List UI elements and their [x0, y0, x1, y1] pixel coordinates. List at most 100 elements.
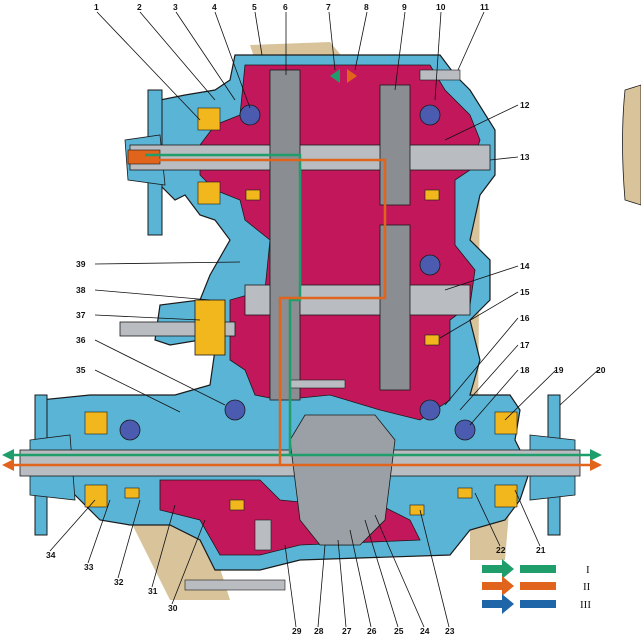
legend-arrow-I	[482, 559, 514, 579]
input-spline	[127, 149, 161, 165]
leader-34	[49, 499, 96, 552]
callout-12: 12	[520, 100, 530, 110]
callout-38: 38	[76, 285, 86, 295]
leader-lines	[49, 11, 599, 628]
leader-36	[94, 339, 226, 406]
top-bolt	[419, 69, 461, 81]
bearings	[119, 104, 476, 441]
leader-4	[214, 11, 251, 109]
callout-14: 14	[520, 261, 530, 271]
callout-34: 34	[46, 550, 56, 560]
leader-26	[349, 529, 372, 628]
leader-21	[514, 489, 541, 547]
leader-17	[459, 344, 519, 411]
leader-20	[559, 369, 599, 406]
callouts-top: 1 2 3 4 5 6 7 8 9 10 11	[94, 2, 489, 12]
leader-24	[374, 514, 425, 628]
seals	[84, 107, 518, 516]
callouts-right: 12 13 14 15 16 17 18 19 20	[520, 100, 606, 375]
bearing-flange-left	[119, 419, 141, 441]
bearing-output-left	[224, 399, 246, 421]
roller-input-bottom	[245, 189, 261, 201]
callout-13: 13	[520, 152, 530, 162]
callout-15: 15	[520, 287, 530, 297]
gears	[194, 69, 411, 546]
vehicle-frame-outline	[622, 84, 641, 206]
leader-13	[489, 156, 519, 161]
seal-output-right-top	[494, 411, 518, 435]
callouts-left: 35 36 37 38 39	[76, 259, 86, 375]
leader-29	[284, 544, 297, 628]
leader-2	[139, 11, 216, 101]
callout-23: 23	[445, 626, 455, 636]
callout-21: 21	[536, 545, 546, 555]
arrow-left-green	[2, 449, 14, 461]
bearing-input-front	[239, 104, 261, 126]
legend-label-III: III	[580, 599, 591, 611]
callout-24: 24	[420, 626, 430, 636]
callout-19: 19	[554, 365, 564, 375]
leader-8	[354, 11, 368, 71]
callout-32: 32	[114, 577, 124, 587]
seal-input-top	[197, 107, 221, 131]
leader-15	[439, 291, 519, 339]
leader-30-bottom	[171, 519, 206, 605]
callout-10: 10	[436, 2, 446, 12]
leader-3	[175, 11, 236, 101]
legend-item-II: II	[482, 576, 591, 596]
arrow-left-orange	[2, 459, 14, 471]
speedometer-gear	[194, 299, 226, 356]
bearing-intermediate-rear	[419, 254, 441, 276]
legend-bar-II	[520, 582, 556, 590]
callout-28: 28	[314, 626, 324, 636]
callout-22: 22	[496, 545, 506, 555]
leader-27	[337, 539, 347, 628]
bearing-output-right	[419, 399, 441, 421]
legend-bar-I	[520, 565, 556, 573]
leader-9	[394, 11, 406, 91]
leader-31	[151, 504, 176, 588]
callout-31: 31	[148, 586, 158, 596]
center-bolt	[289, 379, 346, 389]
callout-1: 1	[94, 2, 99, 12]
callout-4: 4	[212, 2, 217, 12]
seal-output-left-top	[84, 411, 108, 435]
leader-35	[94, 369, 181, 413]
leader-7	[328, 11, 336, 71]
differential-bevel-gear	[289, 414, 396, 546]
callout-20: 20	[596, 365, 606, 375]
flow-path-orange	[10, 158, 387, 467]
leader-16	[444, 317, 519, 406]
leader-1	[96, 11, 201, 121]
shift-arrow-orange	[347, 69, 357, 83]
callout-36: 36	[76, 335, 86, 345]
fasteners	[127, 69, 461, 591]
callouts-bottom: 21 22 23 24 25 26 27 28 29 30 31 32 33 3…	[46, 545, 546, 636]
roller-rear-bottom	[424, 189, 440, 201]
leader-39	[94, 261, 241, 265]
bearing-input-rear	[419, 104, 441, 126]
legend-label-II: II	[583, 581, 591, 593]
roller-output-right	[409, 504, 425, 516]
legend-item-I: I	[482, 559, 590, 579]
legend-item-III: III	[482, 594, 591, 614]
shift-arrow-green	[330, 69, 340, 83]
legend-bar-III	[520, 600, 556, 608]
roller-intermediate	[424, 334, 440, 346]
leader-10	[434, 11, 442, 101]
drive-gear	[269, 69, 301, 401]
legend: I II III	[482, 559, 591, 614]
leader-32	[117, 499, 141, 579]
power-flow-paths	[2, 69, 602, 471]
callout-9: 9	[402, 2, 407, 12]
legend-arrow-II	[482, 576, 514, 596]
legend-label-I: I	[586, 564, 590, 576]
flow-path-green	[10, 153, 302, 457]
seal-output-right-bottom	[494, 484, 518, 508]
callout-25: 25	[394, 626, 404, 636]
drain-plug	[254, 519, 272, 551]
callout-33: 33	[84, 562, 94, 572]
leader-37	[94, 314, 201, 321]
callout-35: 35	[76, 365, 86, 375]
bottom-bolt	[184, 579, 286, 591]
